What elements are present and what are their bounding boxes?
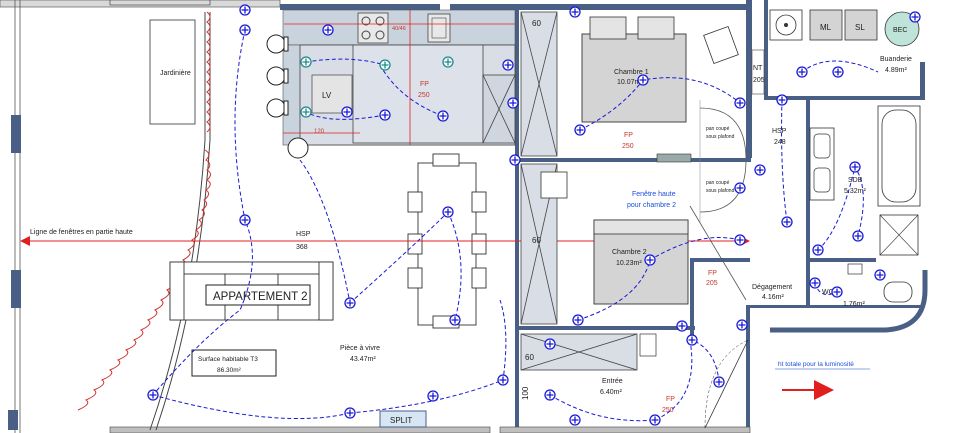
split-unit: [379, 410, 427, 428]
bar-stools: [266, 34, 309, 159]
surface-value: 86.30m²: [217, 367, 242, 374]
fenetre-ch2-line2: pour chambre 2: [627, 202, 676, 209]
hsp-main-value: 368: [296, 244, 308, 251]
chambre1-bed: [581, 16, 739, 123]
placard-60-mid: 60: [532, 236, 541, 245]
fp-kitchen-label: FP: [420, 81, 429, 88]
num-205: 205: [753, 77, 765, 84]
apartment-box: [205, 284, 311, 306]
ht-totale-label: ht totale pour la luminosité: [778, 361, 854, 368]
int-panel: [751, 49, 765, 95]
pan-coupe-1-line1: pan coupé: [706, 126, 730, 132]
ml-label: ML: [820, 23, 832, 32]
pan-coupe-zone: [699, 100, 747, 222]
sdb-area: 5.32m²: [844, 188, 866, 195]
fenetre-ch2-line1: Fenêtre haute: [632, 191, 676, 198]
entree-area: 6.40m²: [600, 389, 622, 396]
hsp-sdb-value: 248: [774, 139, 786, 146]
buanderie-name: Buanderie: [880, 56, 912, 63]
chambre1-name: Chambre 1: [614, 69, 649, 76]
fp-chambre1-label: FP: [624, 132, 633, 139]
bec-label: BEC: [893, 27, 907, 34]
placard-60-top: 60: [532, 19, 541, 28]
surface-box: [191, 349, 277, 377]
buanderie-fixtures: [769, 9, 920, 47]
buanderie-area: 4.89m²: [885, 67, 907, 74]
sdb-fixtures: [809, 105, 921, 256]
fp-degagement-label: FP: [708, 270, 717, 277]
jardiniere-box: [149, 19, 196, 125]
piece-area: 43.47m²: [350, 356, 376, 363]
piece-name: Pièce à vivre: [340, 345, 380, 352]
degagement-area: 4.16m²: [762, 294, 784, 301]
fp-entree-label: FP: [666, 396, 675, 403]
placard-100: 100: [521, 386, 530, 400]
pan-coupe-1-line2: sous plafond: [706, 134, 735, 140]
split-label: SPLIT: [390, 416, 412, 425]
entree-box: [639, 333, 657, 357]
walls: [0, 0, 925, 433]
fp-entree-value: 250: [662, 407, 674, 414]
hsp-main-label: HSP: [296, 231, 311, 238]
kitchen: [282, 9, 516, 146]
dim-4046: 40/46: [392, 26, 406, 32]
fp-kitchen-value: 250: [418, 92, 430, 99]
left-facade: [8, 0, 21, 433]
facade-bottom: [109, 426, 491, 433]
fp-degagement-value: 205: [706, 280, 718, 287]
wc-area: 1.76m²: [843, 301, 865, 308]
int-fragment: NT: [753, 65, 763, 72]
wc-name: WC: [822, 289, 834, 296]
chambre2-name: Chambre 2: [612, 249, 647, 256]
entree-name: Entrée: [602, 378, 623, 385]
jardiniere-label: Jardinière: [160, 70, 191, 77]
hsp-sdb-label: HSP: [772, 128, 787, 135]
lv-label: LV: [322, 91, 332, 100]
fenetres-haute-label: Ligne de fenêtres en partie haute: [30, 229, 133, 236]
chambre1-area: 10.07m²: [617, 79, 643, 86]
placard-60-entree: 60: [525, 353, 534, 362]
chambre2-bed: [540, 171, 689, 305]
degagement-name: Dégagement: [752, 284, 792, 291]
sdb-name: SDB: [848, 177, 863, 184]
pan-coupe-2-line2: sous plafond: [706, 188, 735, 194]
sl-label: SL: [855, 23, 865, 32]
radiator: [656, 153, 692, 163]
fp-chambre1-value: 250: [622, 143, 634, 150]
wc-fixtures: [847, 263, 913, 303]
pan-coupe-2-line1: pan coupé: [706, 180, 730, 186]
chambre2-area: 10.23m²: [616, 260, 642, 267]
apartment-label: APPARTEMENT 2: [213, 291, 308, 303]
surface-title: Surface habitable T3: [198, 356, 258, 363]
dim-120: 120: [314, 129, 325, 135]
